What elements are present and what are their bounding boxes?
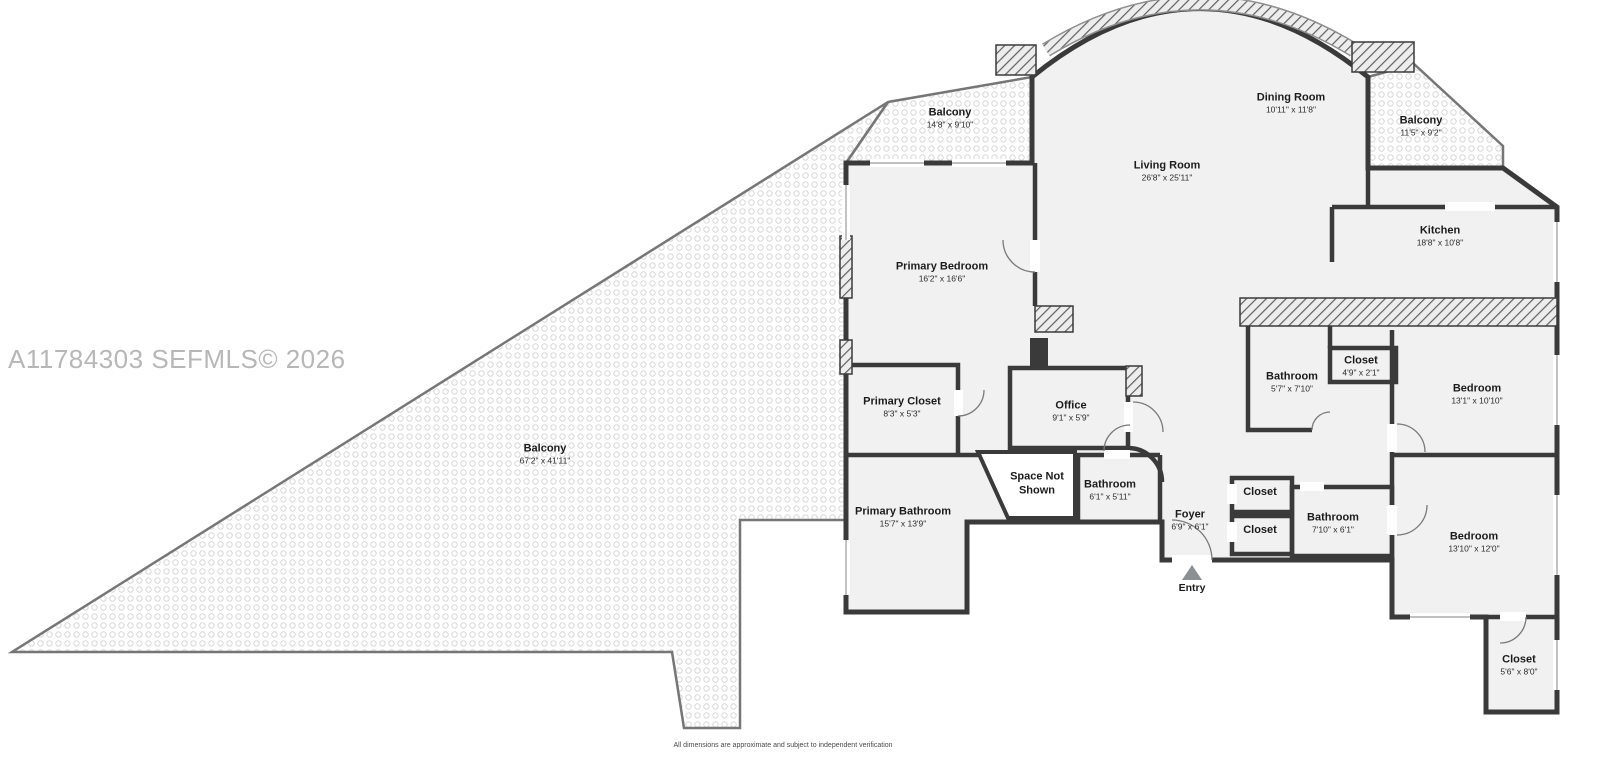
door-swing-arc	[957, 389, 985, 417]
door-opening	[1104, 450, 1130, 459]
interior-walls	[846, 163, 1557, 620]
door-swing-arc	[1002, 239, 1036, 273]
door-swing-arc	[1103, 424, 1131, 452]
door-opening	[1445, 202, 1495, 211]
door-swings	[957, 239, 1527, 644]
door-opening	[1300, 482, 1324, 491]
hatch-block	[839, 235, 853, 299]
door-opening	[1500, 612, 1526, 621]
windows	[842, 159, 1561, 690]
hatch-block	[1034, 305, 1074, 333]
door-opening	[1227, 484, 1237, 504]
entry-opening	[1172, 555, 1212, 565]
wall-segment-primary-closet	[846, 362, 961, 455]
wall-segment-bathroom6	[1075, 452, 1160, 522]
door-openings	[954, 202, 1526, 621]
arc-band-hatch	[1042, 0, 1358, 56]
door-swing-arc	[1499, 616, 1527, 644]
arc-railing-band	[995, 0, 1415, 76]
unit-outline	[843, 6, 1560, 715]
door-opening	[1387, 505, 1397, 535]
door-swing-arc	[1171, 519, 1213, 561]
entry-triangle-icon	[1182, 565, 1202, 580]
solid-wall-block	[1030, 338, 1048, 370]
door-swing-arc	[1132, 401, 1164, 433]
door-swing-arc	[1311, 411, 1331, 431]
wall-blocks	[839, 235, 1558, 397]
door-opening	[1227, 522, 1237, 542]
hatch-block	[1125, 365, 1143, 397]
door-opening	[1387, 424, 1397, 452]
door-opening	[1124, 402, 1133, 432]
space-not-shown-shape	[974, 450, 1077, 520]
door-opening	[954, 390, 963, 416]
wall-segment-closet49	[1327, 345, 1399, 385]
kitchen-hatch-band	[1239, 297, 1558, 327]
arc-pier-right	[1351, 41, 1415, 73]
door-opening	[1030, 240, 1040, 272]
balcony-right-shape	[1366, 62, 1505, 170]
door-swing-arc	[1396, 504, 1428, 536]
wall-segment-bathroom5	[1245, 326, 1312, 433]
door-swing-arc	[1396, 423, 1426, 453]
hatch-block	[839, 339, 853, 375]
wall-segment-curved-hall	[1127, 445, 1165, 483]
balcony-large-shape	[7, 100, 890, 730]
arc-pier-left	[995, 44, 1037, 76]
